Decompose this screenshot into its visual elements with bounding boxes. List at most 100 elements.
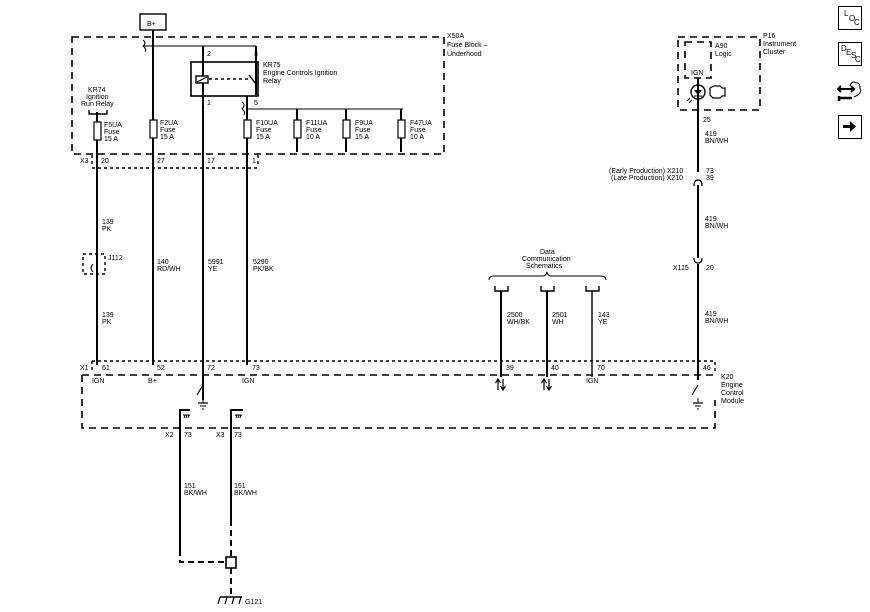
wire-color: WH: [552, 319, 564, 326]
wire-circuit: 5290: [253, 259, 269, 266]
wire-color: WH/BK: [507, 319, 530, 326]
battery-label: B+: [147, 21, 156, 28]
relay-kr75-name: Engine Controls Ignition: [263, 70, 337, 77]
fuse-type: Fuse: [306, 127, 322, 134]
fuse-id: F11UA: [306, 120, 328, 127]
fuse-type: Fuse: [355, 127, 371, 134]
wire-color: RD/WH: [157, 266, 181, 273]
data-comm-label: Communication: [522, 256, 571, 263]
ground-connector-id: X3: [216, 432, 225, 439]
wire-color: BN/WH: [705, 318, 728, 325]
logic-id: A90: [715, 43, 728, 50]
wire-color: BK/WH: [234, 490, 257, 497]
wire-color: BK/WH: [184, 490, 207, 497]
diagnostic-icon: [836, 81, 862, 101]
description-button[interactable]: D E S C: [838, 42, 862, 66]
ground-connector-pin: 73: [184, 432, 192, 439]
connector-x210: (Early Production) X210 (Late Production…: [609, 168, 714, 187]
desc-letter: D: [841, 44, 847, 53]
fuse-block-location: Underhood: [447, 51, 482, 58]
ecm-pin: 72: [207, 365, 215, 372]
arrow-right-icon: [843, 121, 856, 132]
wire-color: BN/WH: [705, 223, 728, 230]
connector-pin: 1: [252, 158, 256, 165]
wire-circuit: 151: [184, 483, 196, 490]
ecm-pin: 52: [157, 365, 165, 372]
wire-circuit: 139: [102, 219, 114, 226]
desc-letter: S: [851, 51, 857, 60]
connector-pin: 27: [157, 158, 165, 165]
splice-j112: J112: [82, 253, 123, 275]
ground-connector-id: X2: [165, 432, 174, 439]
wire-color: YE: [598, 319, 608, 326]
relay-kr74-name-2: Run Relay: [81, 101, 114, 108]
ground-id: G121: [245, 599, 262, 606]
relay-kr74-name: Ignition: [86, 94, 109, 101]
ground-g121-icon: [217, 596, 242, 605]
ecm-id: K20: [721, 374, 734, 381]
connector-x3-top: X3 20 27 17 1: [80, 155, 259, 169]
fuse-f10ua[interactable]: F10UA Fuse 15 A: [243, 119, 278, 141]
bidirectional-arrow-icon: [540, 377, 553, 392]
connector-pin: 17: [207, 158, 215, 165]
diagnostic-button[interactable]: [836, 78, 864, 106]
connector-pin: 73: [706, 168, 714, 175]
cluster-name-2: Cluster: [763, 49, 786, 56]
connector-pin: 20: [706, 265, 714, 272]
cluster-pin: 25: [703, 117, 711, 124]
ground-splice: [225, 556, 237, 569]
wire-color: PK: [102, 319, 112, 326]
fuse-f47ua[interactable]: F47UA Fuse 10 A: [397, 119, 432, 141]
fuse-id: F9UA: [355, 120, 373, 127]
bidirectional-arrow-icon: [494, 377, 507, 392]
loc-letter: L: [844, 9, 849, 18]
fuse-rating: 15 A: [355, 134, 369, 141]
wire-color: BN/WH: [705, 138, 728, 145]
fuse-type: Fuse: [160, 127, 176, 134]
ecm-name-3: Module: [721, 398, 744, 405]
connector-pin: 39: [706, 175, 714, 182]
relay-kr75: 2 3 1 5 KR75 Engine Controls Ignition Re…: [190, 51, 337, 107]
wire-circuit: 2500: [507, 312, 523, 319]
fuse-f9ua[interactable]: F9UA Fuse 15 A: [342, 119, 373, 141]
ecm-pin: 39: [506, 365, 514, 372]
wire-color: YE: [208, 266, 218, 273]
fuse-type: Fuse: [256, 127, 272, 134]
fuse-f11ua[interactable]: F11UA Fuse 10 A: [293, 119, 328, 141]
fuse-rating: 10 A: [410, 134, 424, 141]
x210-early-label: (Early Production) X210: [609, 168, 683, 175]
ecm-pin-label: IGN: [586, 378, 598, 385]
data-communication-reference[interactable]: Data Communication Schematics: [488, 249, 607, 292]
ecm-name: Engine: [721, 382, 743, 389]
fuse-id: F2UA: [160, 120, 178, 127]
x210-late-label: (Late Production) X210: [611, 175, 683, 182]
logic-name: Logic: [715, 51, 732, 58]
fuse-f5ua[interactable]: F5UA Fuse 15 A: [93, 121, 122, 143]
relay-kr74: KR74 Ignition Run Relay: [81, 87, 114, 115]
ecm-name-2: Control: [721, 390, 744, 397]
splice-id: J112: [108, 255, 123, 262]
wire-circuit: 419: [705, 311, 717, 318]
relay-pin-3: 3: [254, 51, 258, 58]
cluster-id: P16: [763, 33, 776, 40]
relay-pin-1: 1: [207, 100, 211, 107]
location-button[interactable]: L O C: [838, 6, 862, 30]
ground-connector-pin: 73: [234, 432, 242, 439]
fuse-id: F10UA: [256, 120, 278, 127]
connector-x115: X115 20: [673, 257, 714, 272]
fuse-rating: 15 A: [160, 134, 174, 141]
data-comm-label: Schematics: [526, 263, 563, 270]
next-button[interactable]: [838, 115, 862, 139]
wire-circuit: 143: [598, 312, 610, 319]
ground-lead-x2: X2 73: [165, 409, 192, 555]
fuse-id: F47UA: [410, 120, 432, 127]
engine-control-module-k20: X1 61 52 72 73 39 40 70 46 IGN B+ IGN IG…: [80, 360, 744, 429]
fuse-id: F5UA: [104, 122, 122, 129]
battery-terminal: B+: [139, 13, 167, 31]
internal-ground-switch-46: [691, 384, 703, 410]
loc-letter: O: [849, 14, 856, 23]
fuse-block-name: Fuse Block –: [447, 42, 488, 49]
fuse-f2ua[interactable]: F2UA Fuse 15 A: [149, 119, 178, 141]
ecm-pin: 70: [597, 365, 605, 372]
